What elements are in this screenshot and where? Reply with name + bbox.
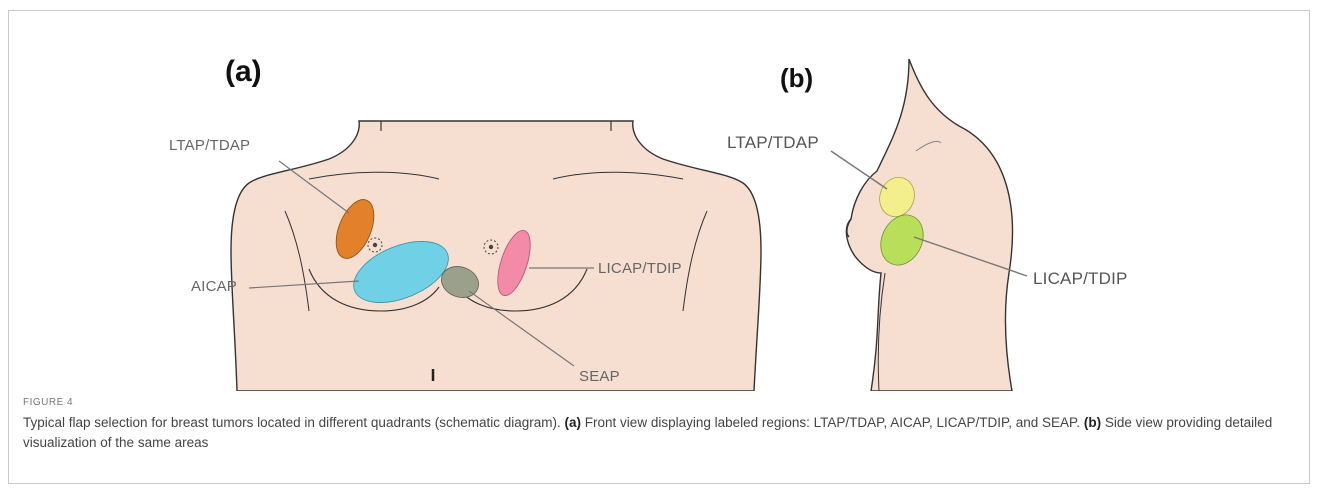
front-torso <box>231 121 761 391</box>
side-torso <box>831 59 1027 391</box>
label-seap: SEAP <box>579 368 620 385</box>
label-ltap-front: LTAP/TDAP <box>169 137 250 154</box>
panel-a-label: (a) <box>225 55 262 89</box>
figure-frame: (a) (b) LTAP/TDAP AICAP LICAP/TDIP SEAP … <box>8 10 1310 484</box>
caption-part-b-tag: (b) <box>1084 415 1101 430</box>
flap-illustration <box>9 11 1311 391</box>
caption-part-a-tag: (a) <box>565 415 582 430</box>
caption-part-a-text: Front view displaying labeled regions: L… <box>585 415 1080 430</box>
panel-b-label: (b) <box>780 63 813 94</box>
label-aicap: AICAP <box>191 278 237 295</box>
label-licap-side: LICAP/TDIP <box>1033 269 1128 289</box>
label-licap-front: LICAP/TDIP <box>598 260 682 277</box>
label-ltap-side: LTAP/TDAP <box>727 133 819 153</box>
figure-number: FIGURE 4 <box>23 397 73 408</box>
figure-caption: Typical flap selection for breast tumors… <box>23 413 1293 453</box>
caption-intro: Typical flap selection for breast tumors… <box>23 415 561 430</box>
